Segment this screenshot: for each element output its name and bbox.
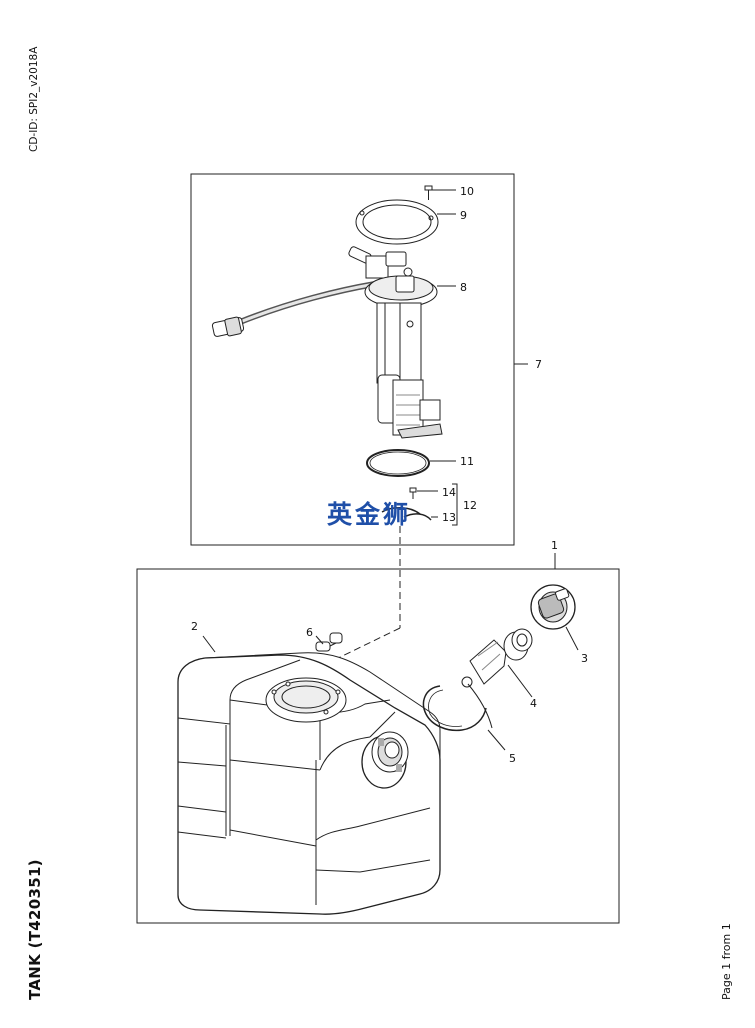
callout-6: 6 [306,626,313,639]
callout-13: 13 [442,511,456,524]
part-8-fuel-pump-module [211,246,456,439]
pump-assembly-frame [190,173,515,546]
watermark-text: 英金狮 [327,500,411,529]
part-4-filler-adapter [469,628,533,698]
part-14-screw [409,487,438,499]
callout-11: 11 [460,455,474,468]
callout-12: 12 [463,499,477,512]
tank-assembly-frame [136,568,620,924]
part-2-fuel-tank [177,635,441,915]
callout-10: 10 [460,185,474,198]
callout-3: 3 [581,652,588,665]
part-6-vent-valve [315,632,343,652]
callout-8: 8 [460,281,467,294]
callout-4: 4 [530,697,537,710]
part-5-cap-gasket [422,676,506,751]
part-3-filler-cap [530,584,579,651]
callout-2: 2 [191,620,198,633]
part-10-screw [424,185,456,200]
callout-7: 7 [535,358,542,371]
part-11-o-ring [366,449,456,477]
callout-14: 14 [442,486,456,499]
callout-1: 1 [551,539,558,552]
callout-9: 9 [460,209,467,222]
part-9-locking-ring [355,199,456,245]
part-12-bracket [452,483,458,526]
part-13-clamp [381,507,438,521]
callout-5: 5 [509,752,516,765]
